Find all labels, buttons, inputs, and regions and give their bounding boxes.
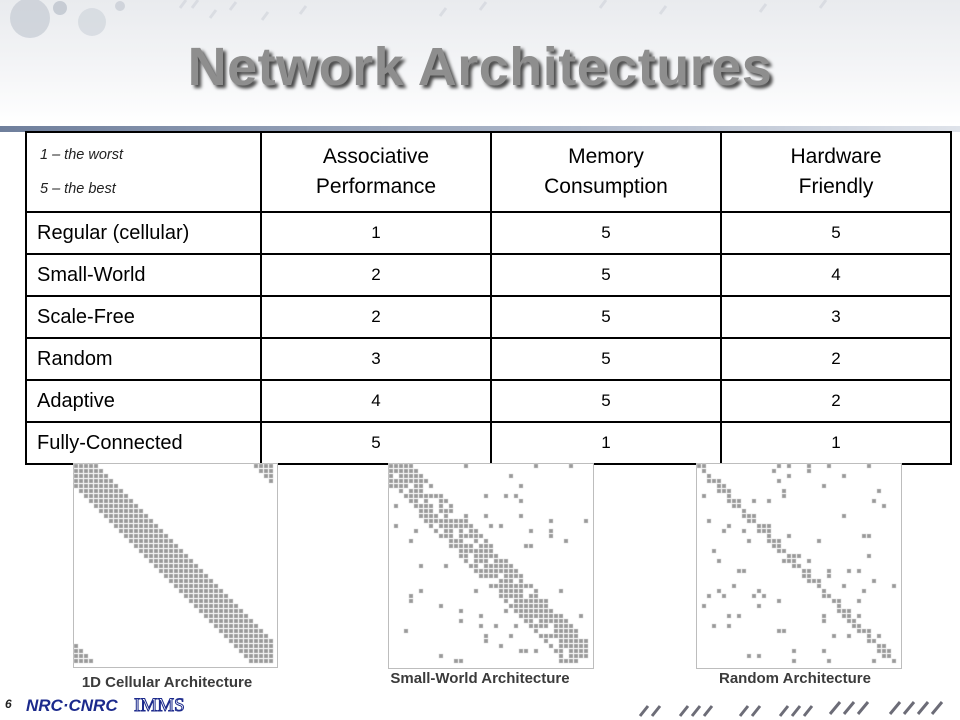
- table-cell: 5: [720, 211, 952, 255]
- comparison-table-container: 1 – the worst 5 – the best Associative P…: [25, 131, 952, 465]
- table-cell: 5: [490, 211, 722, 255]
- column-header-hardware-friendly: Hardware Friendly: [720, 131, 952, 213]
- row-label: Regular (cellular): [25, 211, 262, 255]
- table-cell: 4: [260, 379, 492, 423]
- column-header-label: Memory Consumption: [544, 145, 668, 198]
- table-cell: 1: [260, 211, 492, 255]
- row-label: Small-World: [25, 253, 262, 297]
- smallworld-architecture-caption: Small-World Architecture: [390, 670, 570, 687]
- table-row: Small-World 2 5 4: [25, 253, 952, 297]
- column-header-associative-performance: Associative Performance: [260, 131, 492, 213]
- header-band: [0, 0, 960, 125]
- footer-decoration: [638, 701, 944, 717]
- random-connectivity-matrix: [696, 463, 902, 669]
- table-row: Regular (cellular) 1 5 5: [25, 211, 952, 255]
- scale-key-best: 5 – the best: [40, 181, 116, 197]
- table-cell: 5: [260, 421, 492, 465]
- table-cell: 2: [720, 379, 952, 423]
- header-decoration: [10, 0, 828, 38]
- matrix-connection-cells: [73, 463, 274, 664]
- svg-text:NRC·CNRC: NRC·CNRC: [26, 696, 118, 714]
- nrc-imms-logo: NRC·CNRC IMMS: [26, 695, 185, 715]
- row-label: Scale-Free: [25, 295, 262, 339]
- title-divider: [0, 126, 960, 132]
- table-row: Adaptive 4 5 2: [25, 379, 952, 423]
- slide-title: Network Architectures: [187, 37, 773, 97]
- column-header-label: Associative Performance: [315, 145, 437, 198]
- table-header-row: 1 – the worst 5 – the best Associative P…: [25, 131, 952, 213]
- random-architecture-caption: Random Architecture: [719, 670, 871, 687]
- table-cell: 1: [490, 421, 722, 465]
- table-cell: 5: [490, 253, 722, 297]
- scale-key-worst: 1 – the worst: [40, 147, 124, 163]
- table-cell: 3: [260, 337, 492, 381]
- table-row: Random 3 5 2: [25, 337, 952, 381]
- table-cell: 5: [490, 379, 722, 423]
- cellular-connectivity-matrix: [73, 463, 278, 668]
- page-number: 6: [5, 697, 12, 711]
- cellular-architecture-caption: 1D Cellular Architecture: [81, 674, 253, 691]
- table-cell: 4: [720, 253, 952, 297]
- row-label: Random: [25, 337, 262, 381]
- table-row: Fully-Connected 5 1 1: [25, 421, 952, 465]
- smallworld-connectivity-matrix: [388, 463, 594, 669]
- column-header-memory-consumption: Memory Consumption: [490, 131, 722, 213]
- table-cell: 1: [720, 421, 952, 465]
- row-label: Adaptive: [25, 379, 262, 423]
- table-cell: 5: [490, 295, 722, 339]
- row-label: Fully-Connected: [25, 421, 262, 465]
- table-cell: 2: [720, 337, 952, 381]
- table-row: Scale-Free 2 5 3: [25, 295, 952, 339]
- comparison-table: 1 – the worst 5 – the best Associative P…: [25, 131, 952, 465]
- scale-key-cell: 1 – the worst 5 – the best: [25, 131, 262, 213]
- table-cell: 3: [720, 295, 952, 339]
- table-cell: 5: [490, 337, 722, 381]
- svg-text:IMMS: IMMS: [134, 695, 185, 714]
- matrix-connection-cells: [696, 463, 897, 664]
- column-header-label: Hardware Friendly: [790, 145, 882, 198]
- table-cell: 2: [260, 295, 492, 339]
- table-cell: 2: [260, 253, 492, 297]
- matrix-connection-cells: [388, 463, 589, 664]
